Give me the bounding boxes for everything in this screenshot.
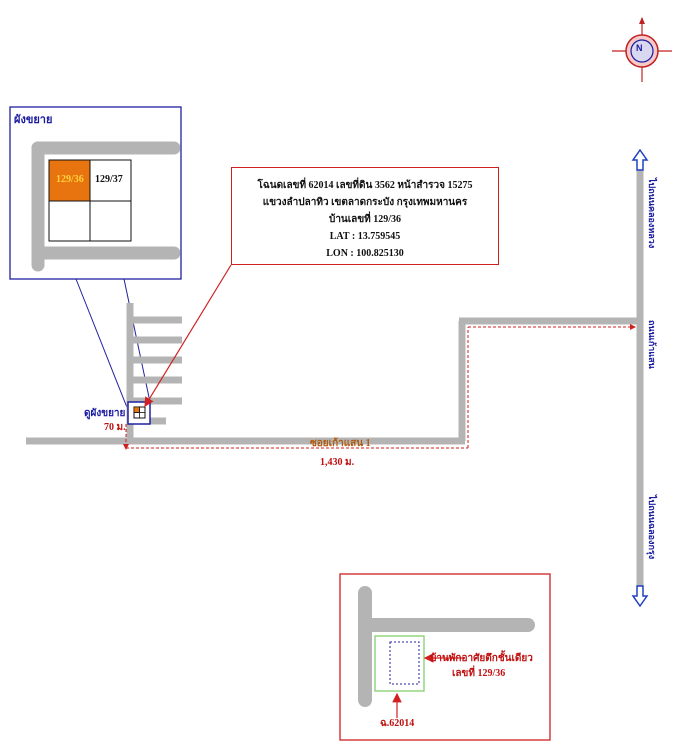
- road-direction-arrows: [631, 148, 649, 608]
- road-network: [26, 168, 644, 590]
- lot-label-neighbor: 129/37: [95, 174, 123, 185]
- deed-label: ฉ.62014: [380, 718, 415, 729]
- distance-short-label: 70 ม.: [104, 422, 126, 433]
- lot-label-highlight: 129/36: [56, 174, 84, 185]
- compass-icon: [612, 17, 672, 82]
- inset-roads: [31, 141, 181, 272]
- to-north-label: ไปถนนคลองหลวง: [647, 178, 657, 249]
- route-line: [125, 326, 634, 449]
- detail-lot: [374, 635, 425, 692]
- info-lon: LON : 100.825130: [326, 248, 404, 259]
- detail-roads: [358, 586, 535, 707]
- info-box: โฉนดเลขที่ 62014 เลขที่ดิน 3562 หน้าสำรว…: [231, 167, 499, 265]
- info-lat: LAT : 13.759545: [329, 231, 401, 242]
- distance-long-label: 1,430 ม.: [320, 457, 355, 468]
- site-marker: [127, 401, 151, 425]
- inset-title: ผังขยาย: [14, 114, 53, 126]
- info-district: แขวงลำปลาทิว เขตลาดกระบัง กรุงเทพมหานคร: [262, 197, 468, 208]
- soi-name-label: ซอยเก้าแสน 1: [310, 438, 371, 449]
- detail-house-footprint: [389, 641, 420, 685]
- see-plan-label: ดูผังขยาย: [84, 408, 126, 419]
- info-house-no: บ้านเลขที่ 129/36: [328, 214, 402, 225]
- house-number-label: เลขที่ 129/36: [452, 668, 506, 679]
- compass-north-letter: N: [636, 43, 643, 53]
- road-name-label: ถนนเก้าแสน: [647, 320, 657, 369]
- to-south-label: ไปถนนฉลองกรุง: [647, 495, 657, 560]
- house-type-label: บ้านพักอาศัยตึกชั้นเดียว: [430, 653, 533, 664]
- inset-lots: [48, 159, 132, 242]
- info-deed: โฉนดเลขที่ 62014 เลขที่ดิน 3562 หน้าสำรว…: [257, 180, 473, 191]
